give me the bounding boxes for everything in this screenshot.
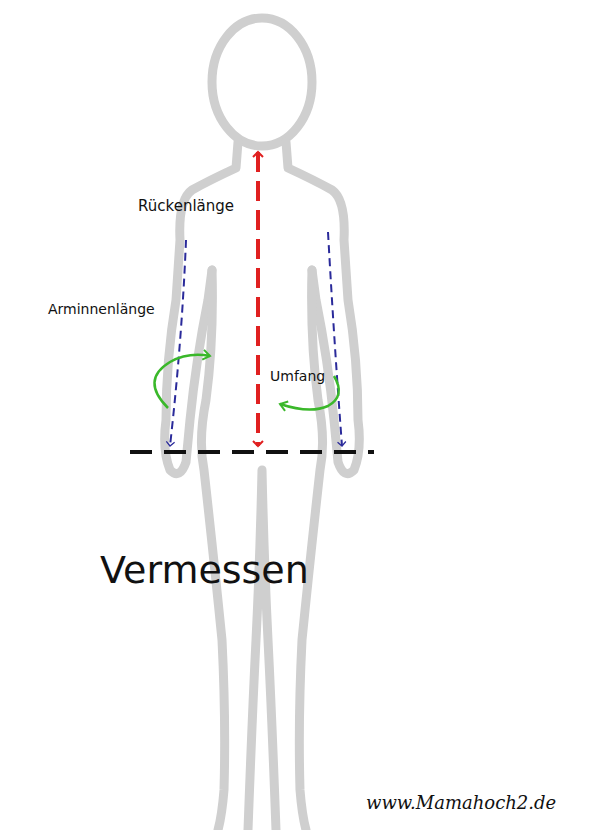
hem-line <box>130 450 374 454</box>
watermark: www.Mamahoch2.de <box>366 792 556 814</box>
measure-label: Rückenlänge <box>138 197 234 215</box>
figure-title: Vermessen <box>100 548 309 594</box>
measure-label: Umfang <box>270 368 325 385</box>
body-outline <box>165 18 360 830</box>
arm-length-arrow <box>328 232 342 446</box>
measure-label: Arminnenlänge <box>48 301 155 318</box>
arm-length-arrow <box>170 240 186 446</box>
back-length-arrow <box>256 152 260 446</box>
circumference-arrow <box>154 355 210 408</box>
